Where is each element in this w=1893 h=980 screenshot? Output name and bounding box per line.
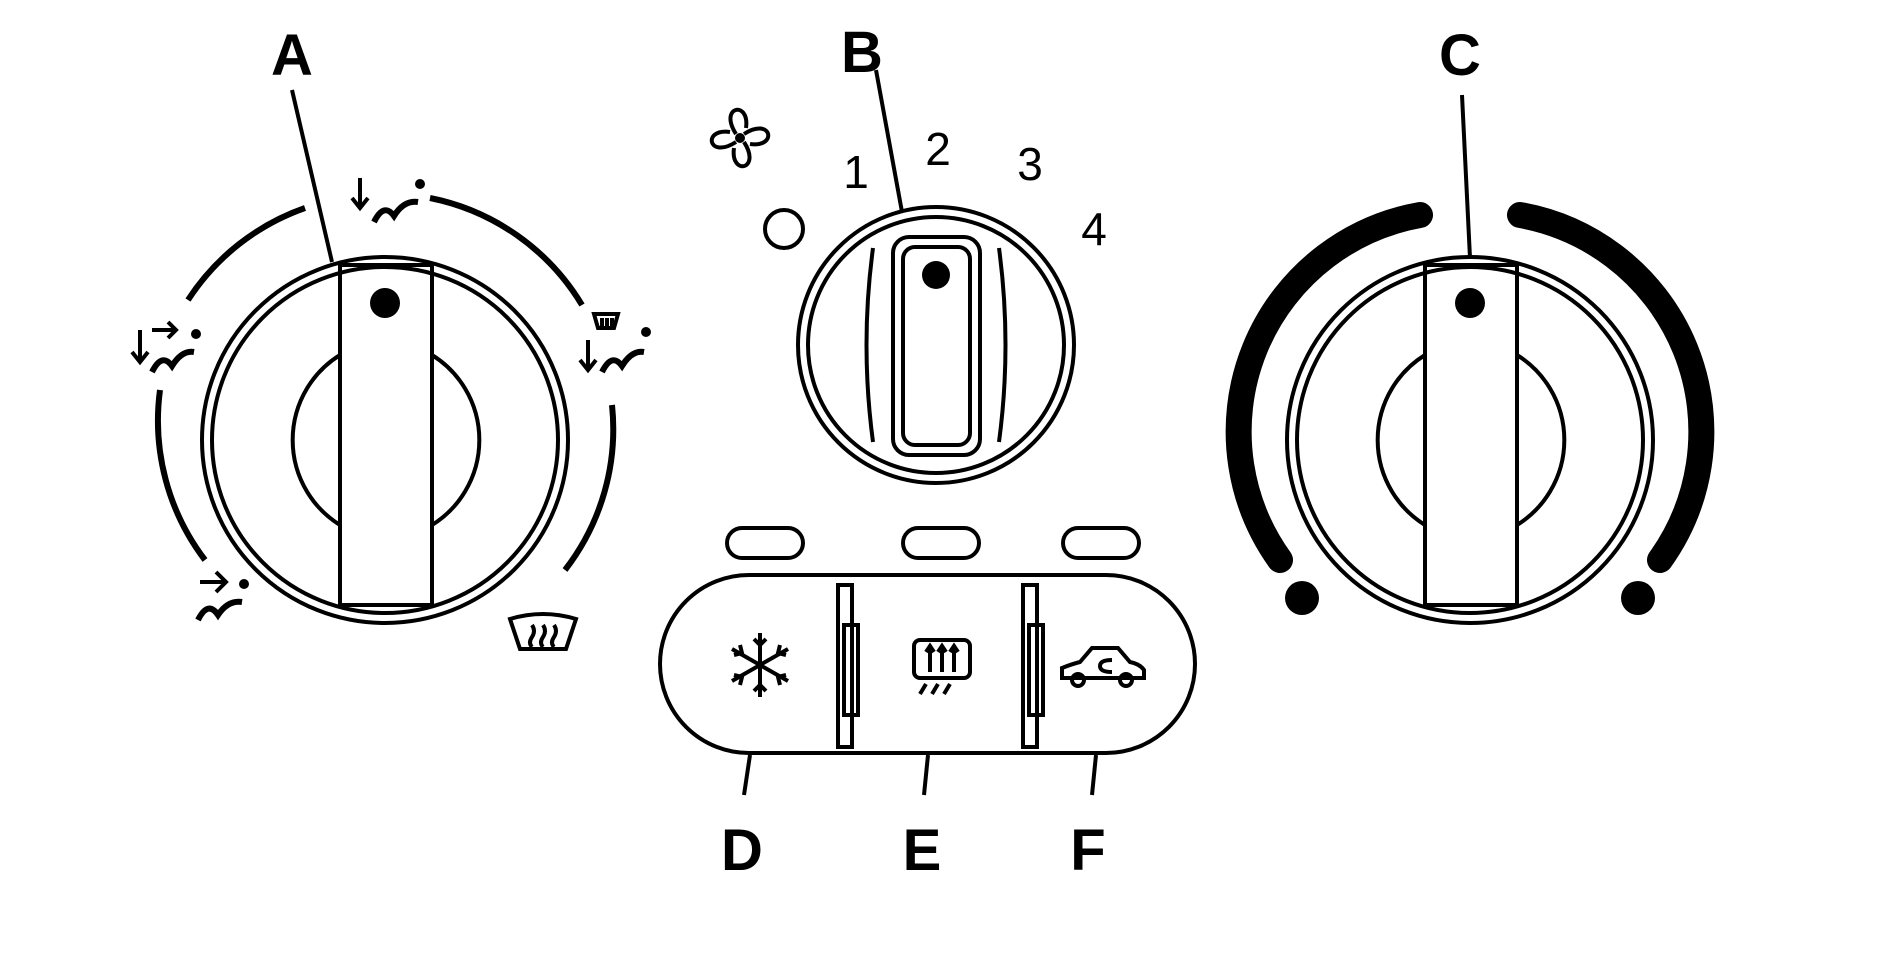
temperature-knob-inner-ring: [1295, 265, 1645, 615]
snowflake-ac-icon: [731, 633, 789, 697]
recirculation-indicator-light: [1061, 526, 1141, 560]
rear-defrost-button[interactable]: [865, 590, 1025, 740]
temperature-knob-right-recess: [1515, 353, 1567, 527]
fan-knob[interactable]: [796, 205, 1076, 485]
button-divider-right-inner: [1027, 623, 1045, 717]
mode-arc-upper-right: [429, 195, 585, 307]
callout-line-b: [874, 69, 904, 213]
button-panel-housing: [658, 573, 1197, 755]
ac-indicator-light: [725, 526, 805, 560]
callout-line-f: [1090, 754, 1098, 796]
temperature-knob-left-recess: [1375, 353, 1427, 527]
temperature-knob[interactable]: [1285, 255, 1655, 625]
mode-knob-left-recess: [290, 353, 342, 527]
mode-knob-inner-ring: [210, 265, 560, 615]
recirculation-button[interactable]: [1045, 590, 1165, 740]
fan-knob-right-groove: [997, 247, 1008, 443]
temperature-knob-group: C: [1225, 23, 1715, 625]
callout-label-f: F: [1070, 818, 1105, 883]
rear-window-defrost-icon: [912, 638, 972, 696]
mode-knob-indicator-dot: [370, 288, 400, 318]
mode-knob-group: A: [130, 23, 651, 651]
callout-label-e: E: [903, 818, 942, 883]
mode-arc-right: [562, 404, 617, 572]
temperature-knob-indicator-dot: [1455, 288, 1485, 318]
fan-knob-left-groove: [864, 247, 875, 443]
button-divider-left: [836, 583, 854, 749]
callout-label-a: A: [271, 23, 313, 88]
callout-line-d: [742, 754, 752, 796]
fan-icon: [709, 107, 771, 169]
mode-knob-grip[interactable]: [338, 263, 434, 607]
callout-label-b: B: [841, 20, 883, 85]
fan-speed-1-label: 1: [843, 146, 869, 198]
fan-knob-grip-inner: [901, 245, 972, 447]
callout-line-e: [922, 754, 930, 796]
mode-knob-outer-ring: [200, 255, 570, 625]
callout-line-a: [290, 89, 334, 263]
recirculation-button-area[interactable]: [1045, 590, 1165, 740]
button-divider-left-inner: [842, 623, 860, 717]
mode-arc-left: [155, 389, 208, 562]
fan-knob-inner-ring: [806, 215, 1066, 475]
bilevel-mode-icon: [130, 320, 201, 374]
button-panel: D E F: [658, 526, 1197, 883]
mode-knob-right-recess: [430, 353, 482, 527]
callout-line-c: [1460, 94, 1472, 259]
fan-knob-group: O 1 2 3 4 B: [709, 20, 1107, 485]
rear-defrost-button-area[interactable]: [865, 590, 1025, 740]
temperature-cold-end-dot: [1285, 581, 1319, 615]
recirculation-car-icon: [1060, 646, 1146, 688]
mode-arc-upper-left: [185, 205, 306, 302]
fan-speed-3-label: 3: [1017, 138, 1043, 190]
fan-knob-indicator-dot: [922, 261, 950, 289]
fan-speed-off-marker: [763, 208, 805, 250]
fan-knob-grip-outer[interactable]: [891, 235, 982, 457]
callout-label-c: C: [1439, 23, 1481, 88]
rear-defrost-indicator-light: [901, 526, 981, 560]
vent-mode-icon: [195, 570, 249, 622]
windshield-defrost-icon: [507, 612, 579, 651]
temperature-hot-end-dot: [1621, 581, 1655, 615]
ac-button-area[interactable]: [700, 590, 830, 740]
fan-speed-4-label: 4: [1081, 203, 1107, 255]
temperature-arc-right: [1507, 202, 1715, 573]
mode-knob[interactable]: [200, 255, 570, 625]
button-divider-right: [1021, 583, 1039, 749]
temperature-knob-grip[interactable]: [1423, 263, 1519, 607]
floor-mode-icon: [350, 178, 425, 224]
defog-mode-icon: [578, 312, 651, 374]
temperature-arc-left: [1225, 202, 1433, 573]
fan-speed-2-label: 2: [925, 123, 951, 175]
fan-knob-outer-ring: [796, 205, 1076, 485]
callout-label-d: D: [721, 818, 763, 883]
ac-button[interactable]: [700, 590, 830, 740]
